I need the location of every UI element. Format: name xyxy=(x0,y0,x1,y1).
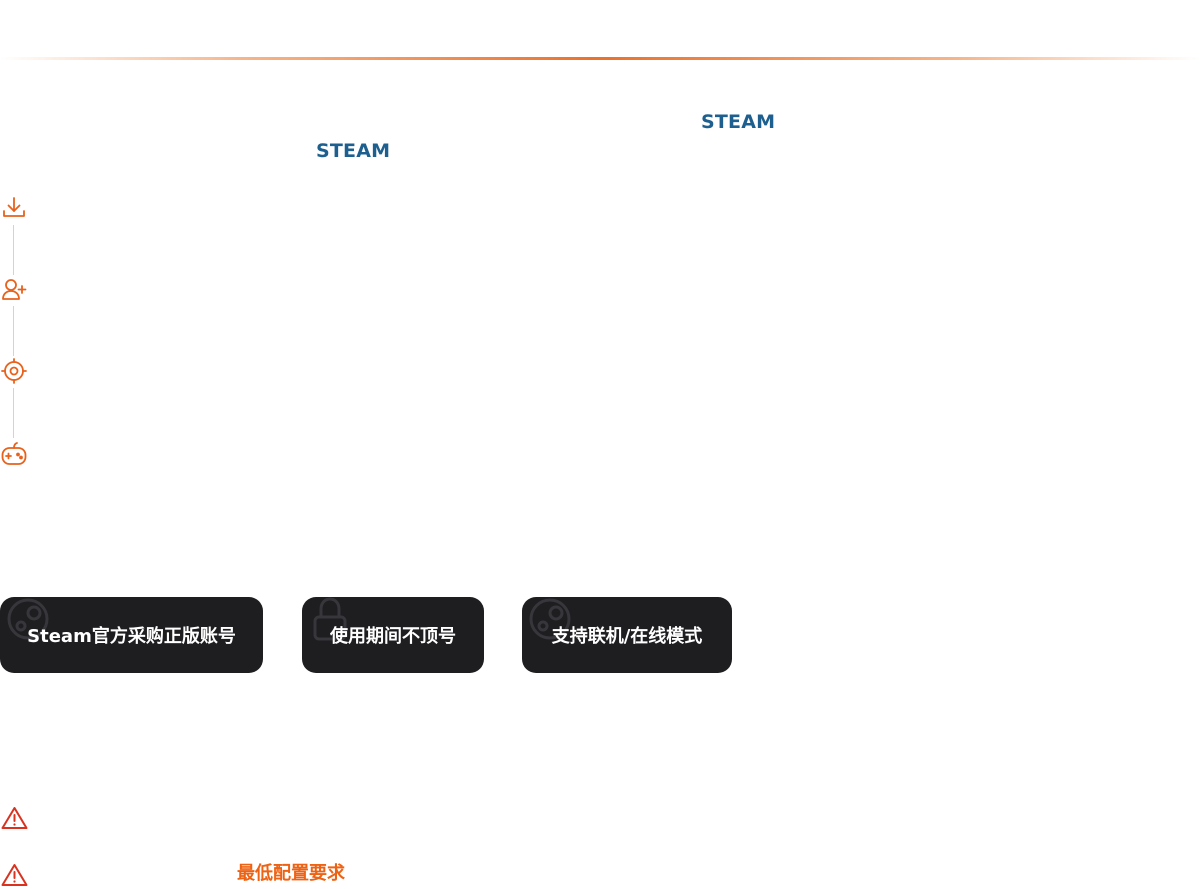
min-config-link[interactable]: 最低配置要求 xyxy=(237,863,345,884)
feature-label: 支持联机/在线模式 xyxy=(551,626,703,647)
warning-icon xyxy=(1,806,28,830)
step-connector xyxy=(13,225,14,275)
top-divider xyxy=(0,57,1200,60)
feature-badge-no-kickout: 使用期间不顶号 xyxy=(302,597,484,673)
steam-logo-icon xyxy=(4,597,52,643)
steam-highlight: STEAM xyxy=(316,140,391,162)
lock-icon xyxy=(306,597,354,643)
target-icon xyxy=(0,357,28,385)
feature-label: Steam官方采购正版账号 xyxy=(27,626,236,647)
steam-highlight: STEAM xyxy=(701,111,776,133)
gamepad-icon xyxy=(0,439,28,467)
feature-badge-online-mode: 支持联机/在线模式 xyxy=(522,597,732,673)
user-add-icon xyxy=(0,276,28,304)
warning-icon xyxy=(1,863,28,887)
step-connector xyxy=(13,306,14,356)
feature-label: 使用期间不顶号 xyxy=(330,626,456,647)
steam-logo-icon xyxy=(526,597,574,643)
feature-badge-official-account: Steam官方采购正版账号 xyxy=(0,597,263,673)
step-connector xyxy=(13,388,14,438)
download-icon xyxy=(0,194,28,222)
